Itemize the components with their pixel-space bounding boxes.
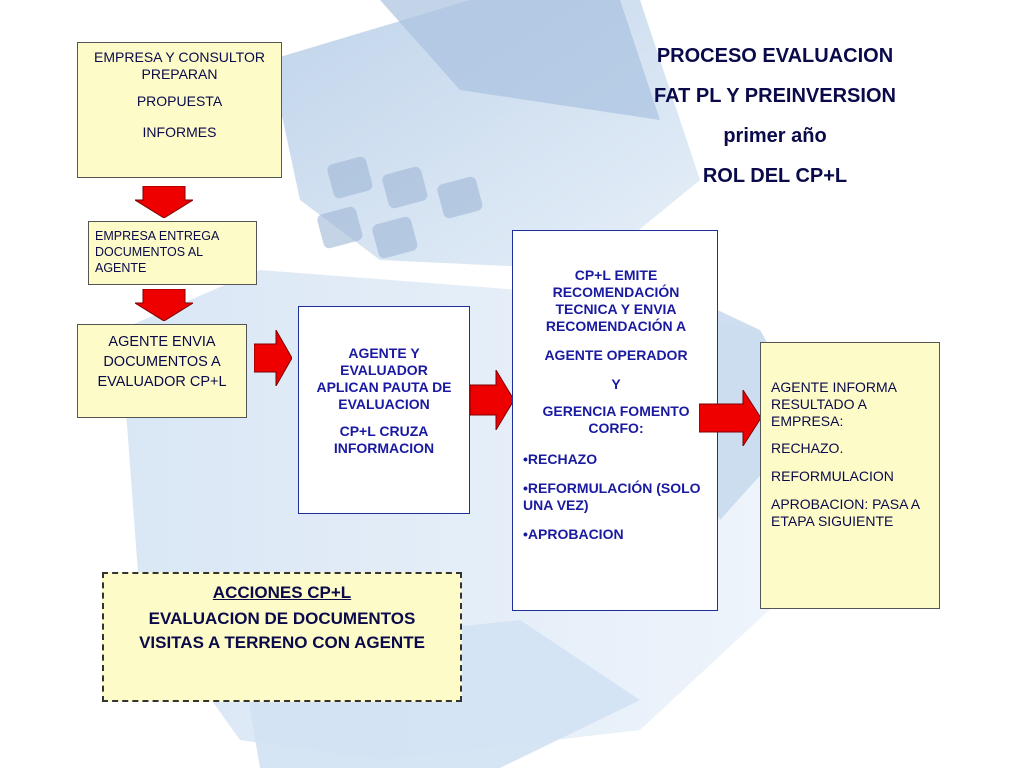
- box-cpl-emite: CP+L EMITE RECOMENDACIÓN TECNICA Y ENVIA…: [512, 230, 718, 611]
- actions-line-2: VISITAS A TERRENO CON AGENTE: [139, 633, 425, 652]
- box6-line-4: APROBACION: PASA A ETAPA SIGUIENTE: [771, 496, 920, 529]
- box1-line-3: INFORMES: [142, 124, 217, 140]
- diagram-title: PROCESO EVALUACION FAT PL Y PREINVERSION…: [600, 36, 950, 196]
- actions-heading: ACCIONES CP+L: [212, 583, 352, 602]
- title-line-3: primer año: [723, 125, 827, 147]
- box6-line-3: REFORMULACION: [771, 468, 894, 484]
- box5-line-2: AGENTE OPERADOR: [544, 347, 688, 363]
- down-arrow-1: [135, 186, 193, 218]
- title-line-4: ROL DEL CP+L: [702, 165, 848, 187]
- box5-bullet-2-text: REFORMULACIÓN (SOLO UNA VEZ): [523, 480, 701, 513]
- box1-line-2: PROPUESTA: [136, 93, 223, 109]
- box2-text: EMPRESA ENTREGA DOCUMENTOS AL AGENTE: [95, 229, 219, 275]
- box1-line-1: EMPRESA Y CONSULTOR PREPARAN: [94, 49, 265, 82]
- box5-bullet-2: •REFORMULACIÓN (SOLO UNA VEZ): [523, 480, 701, 513]
- right-arrow-2: [470, 370, 514, 430]
- right-arrow-3: [699, 390, 761, 446]
- down-arrow-2: [135, 289, 193, 321]
- box-empresa-entrega: EMPRESA ENTREGA DOCUMENTOS AL AGENTE: [88, 221, 257, 285]
- box4-line-2: CP+L CRUZA INFORMACION: [333, 423, 435, 456]
- box-empresa-consultor: EMPRESA Y CONSULTOR PREPARAN PROPUESTA I…: [77, 42, 282, 178]
- box5-bullet-3-text: APROBACION: [527, 526, 624, 542]
- box5-bullet-3: •APROBACION: [523, 526, 624, 542]
- box5-line-4: GERENCIA FOMENTO CORFO:: [542, 403, 690, 436]
- box-agente-evaluador: AGENTE Y EVALUADOR APLICAN PAUTA DE EVAL…: [298, 306, 470, 514]
- box-agente-envia: AGENTE ENVIA DOCUMENTOS A EVALUADOR CP+L: [77, 324, 247, 418]
- box-agente-informa: AGENTE INFORMA RESULTADO A EMPRESA: RECH…: [760, 342, 940, 609]
- title-line-2: FAT PL Y PREINVERSION: [654, 85, 896, 107]
- title-line-1: PROCESO EVALUACION: [656, 45, 894, 67]
- box5-line-3: Y: [611, 376, 621, 392]
- actions-line-1: EVALUACION DE DOCUMENTOS: [148, 609, 416, 628]
- box5-bullet-1-text: RECHAZO: [527, 451, 598, 467]
- right-arrow-1: [254, 330, 292, 386]
- box4-line-1: AGENTE Y EVALUADOR APLICAN PAUTA DE EVAL…: [316, 345, 452, 412]
- box6-line-1: AGENTE INFORMA RESULTADO A EMPRESA:: [771, 379, 897, 429]
- box3-text: AGENTE ENVIA DOCUMENTOS A EVALUADOR CP+L: [97, 334, 227, 390]
- box5-line-1: CP+L EMITE RECOMENDACIÓN TECNICA Y ENVIA…: [545, 267, 687, 334]
- box5-bullet-1: •RECHAZO: [523, 451, 598, 467]
- box-acciones: ACCIONES CP+L EVALUACION DE DOCUMENTOS V…: [102, 572, 462, 702]
- box6-line-2: RECHAZO.: [771, 440, 844, 456]
